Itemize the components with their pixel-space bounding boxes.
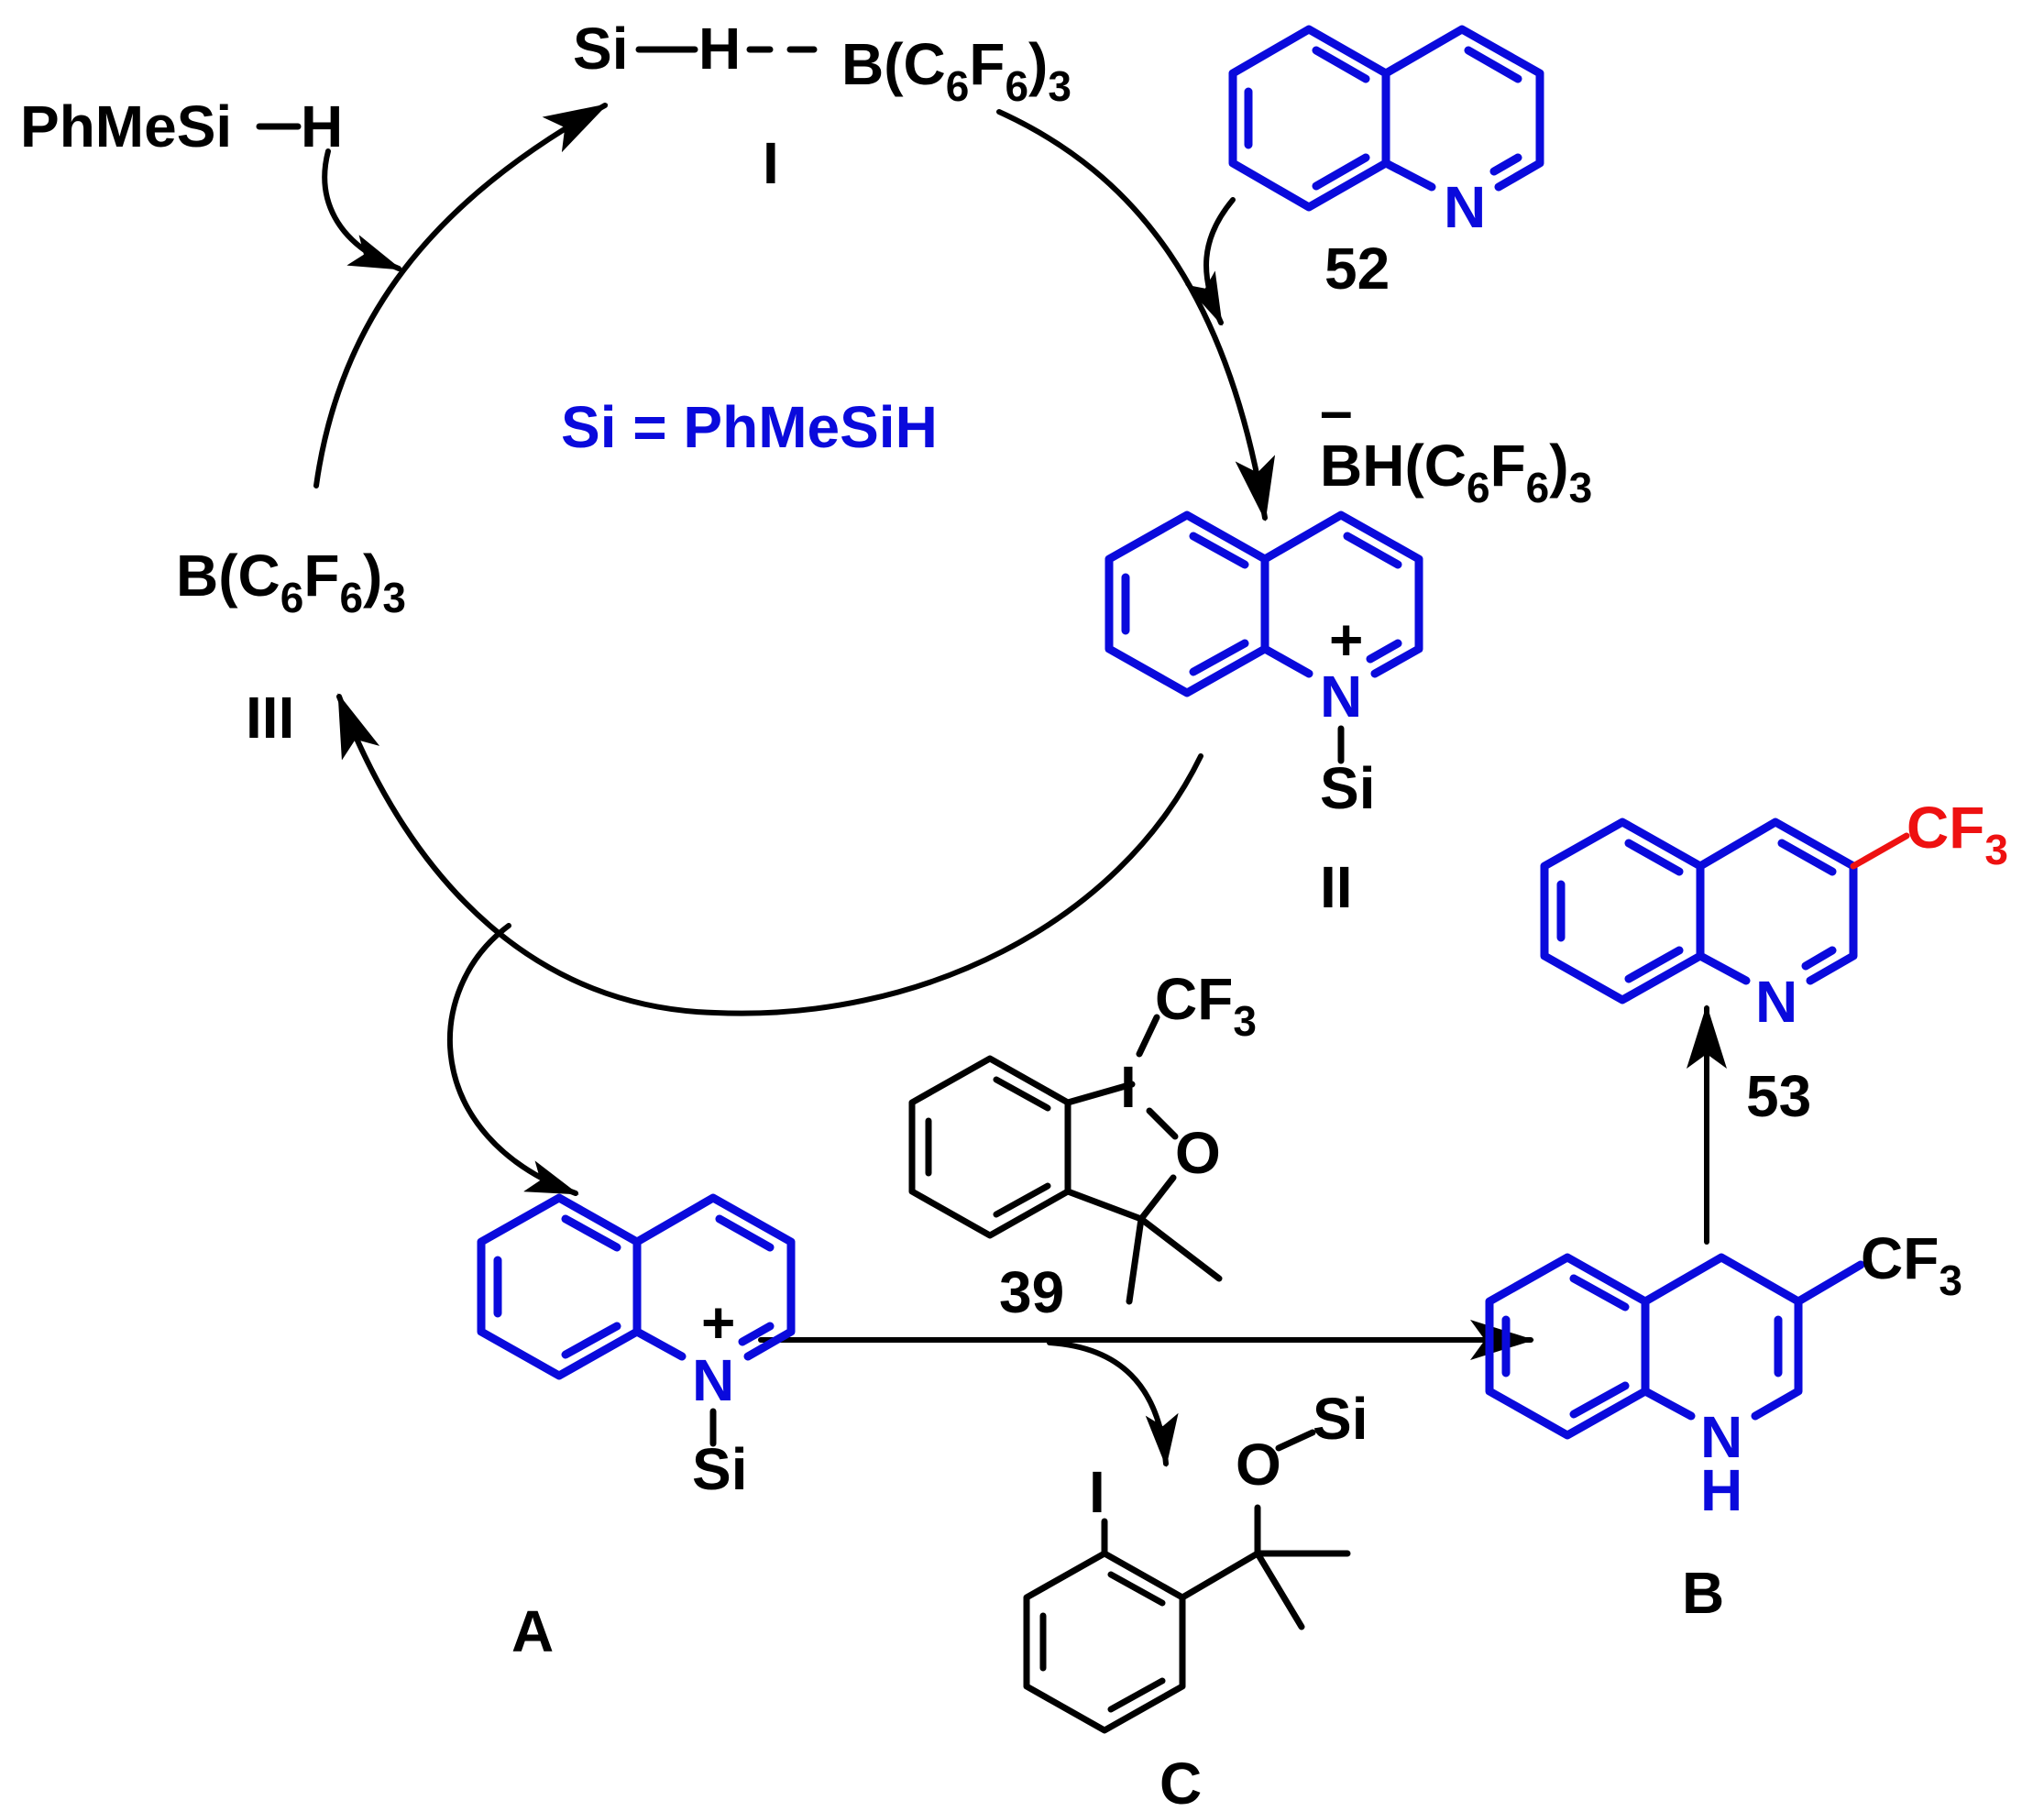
quinoline-52-bonds: [1228, 25, 1544, 212]
quinolinium-A-n: N: [692, 1347, 734, 1413]
label-C: C: [1159, 1751, 1202, 1811]
borohydride-anion: – BH(C6F6)3: [1320, 378, 1592, 511]
label-A: A: [511, 1598, 554, 1664]
anion-charge: –: [1320, 378, 1353, 444]
dihydroquinoline-B-bonds: [1485, 1253, 1803, 1440]
dihydroquinoline-B-h: H: [1700, 1457, 1742, 1523]
togni-benzene: [908, 1055, 1071, 1239]
si-legend: Si = PhMeSiH: [561, 394, 938, 460]
dihydroquinoline-B-n: N: [1700, 1404, 1742, 1470]
quinolinium-II-bonds: [1104, 510, 1423, 697]
intermediate-I: Si H B(C6F6)3 I: [573, 16, 1071, 196]
label-II: II: [1320, 854, 1353, 920]
byproduct-o: O: [1236, 1432, 1281, 1498]
intermediate-B-dihydroquinoline: CF3 N H B: [1485, 1225, 1962, 1626]
cf3-53: CF3: [1907, 795, 2008, 873]
anion-formula: BH(C6F6)3: [1320, 433, 1592, 511]
togni-o: O: [1175, 1120, 1221, 1186]
silane-text: PhMeSi: [20, 93, 232, 159]
reagent-39-togni: I O CF3 39: [908, 966, 1257, 1325]
arrow-III-to-I: [313, 103, 609, 488]
quinolinium-II-n: N: [1320, 664, 1362, 730]
cf3-39: CF3: [1155, 966, 1257, 1045]
quinoline-52-n: N: [1444, 174, 1486, 240]
label-I: I: [763, 130, 779, 196]
label-39: 39: [999, 1259, 1064, 1325]
arrow-silane-in: [322, 148, 402, 271]
togni-i: I: [1120, 1054, 1137, 1120]
compound-52-quinoline: N 52: [1228, 25, 1544, 302]
product-53-cf3-quinoline: CF3 N 53: [1540, 795, 2008, 1129]
arrow-release-C: [1047, 1340, 1179, 1467]
quinoline-53-n: N: [1755, 969, 1797, 1035]
label-53: 53: [1746, 1063, 1811, 1129]
intermediate-II-quinolinium: + N Si II: [1104, 510, 1423, 920]
quinolinium-A-charge: +: [701, 1290, 735, 1356]
byproduct-C: I O Si C: [1023, 1386, 1368, 1811]
cf3-B: CF3: [1861, 1225, 1962, 1304]
label-B: B: [1682, 1560, 1724, 1626]
catalyst-III: B(C6F6)3 III: [176, 543, 406, 751]
quinoline-53-bonds: [1540, 818, 1858, 1004]
arrow-I-to-II: [996, 109, 1276, 521]
quinolinium-A-bonds: [477, 1193, 796, 1380]
arrow-II-to-III: [336, 693, 1203, 1016]
byproduct-si: Si: [1313, 1386, 1368, 1452]
arrow-quinoline-in: [1185, 197, 1236, 326]
complex-si: Si: [573, 16, 628, 82]
byproduct-benzene: [1023, 1550, 1186, 1734]
quinolinium-II-charge: +: [1329, 607, 1363, 673]
complex-borane: B(C6F6)3: [841, 31, 1071, 110]
byproduct-i: I: [1089, 1459, 1105, 1525]
label-52: 52: [1324, 236, 1390, 302]
intermediate-A-quinolinium: + N Si A: [477, 1193, 796, 1664]
reagent-silane: PhMeSi H: [20, 93, 343, 159]
quinolinium-A-si: Si: [692, 1436, 747, 1502]
label-III: III: [246, 685, 294, 751]
silane-h: H: [301, 93, 343, 159]
arrow-to-A: [447, 923, 579, 1196]
catalyst-formula: B(C6F6)3: [176, 543, 406, 621]
quinolinium-II-si: Si: [1320, 755, 1375, 821]
cycle-arrows: [313, 103, 1727, 1467]
complex-h: H: [698, 16, 741, 82]
